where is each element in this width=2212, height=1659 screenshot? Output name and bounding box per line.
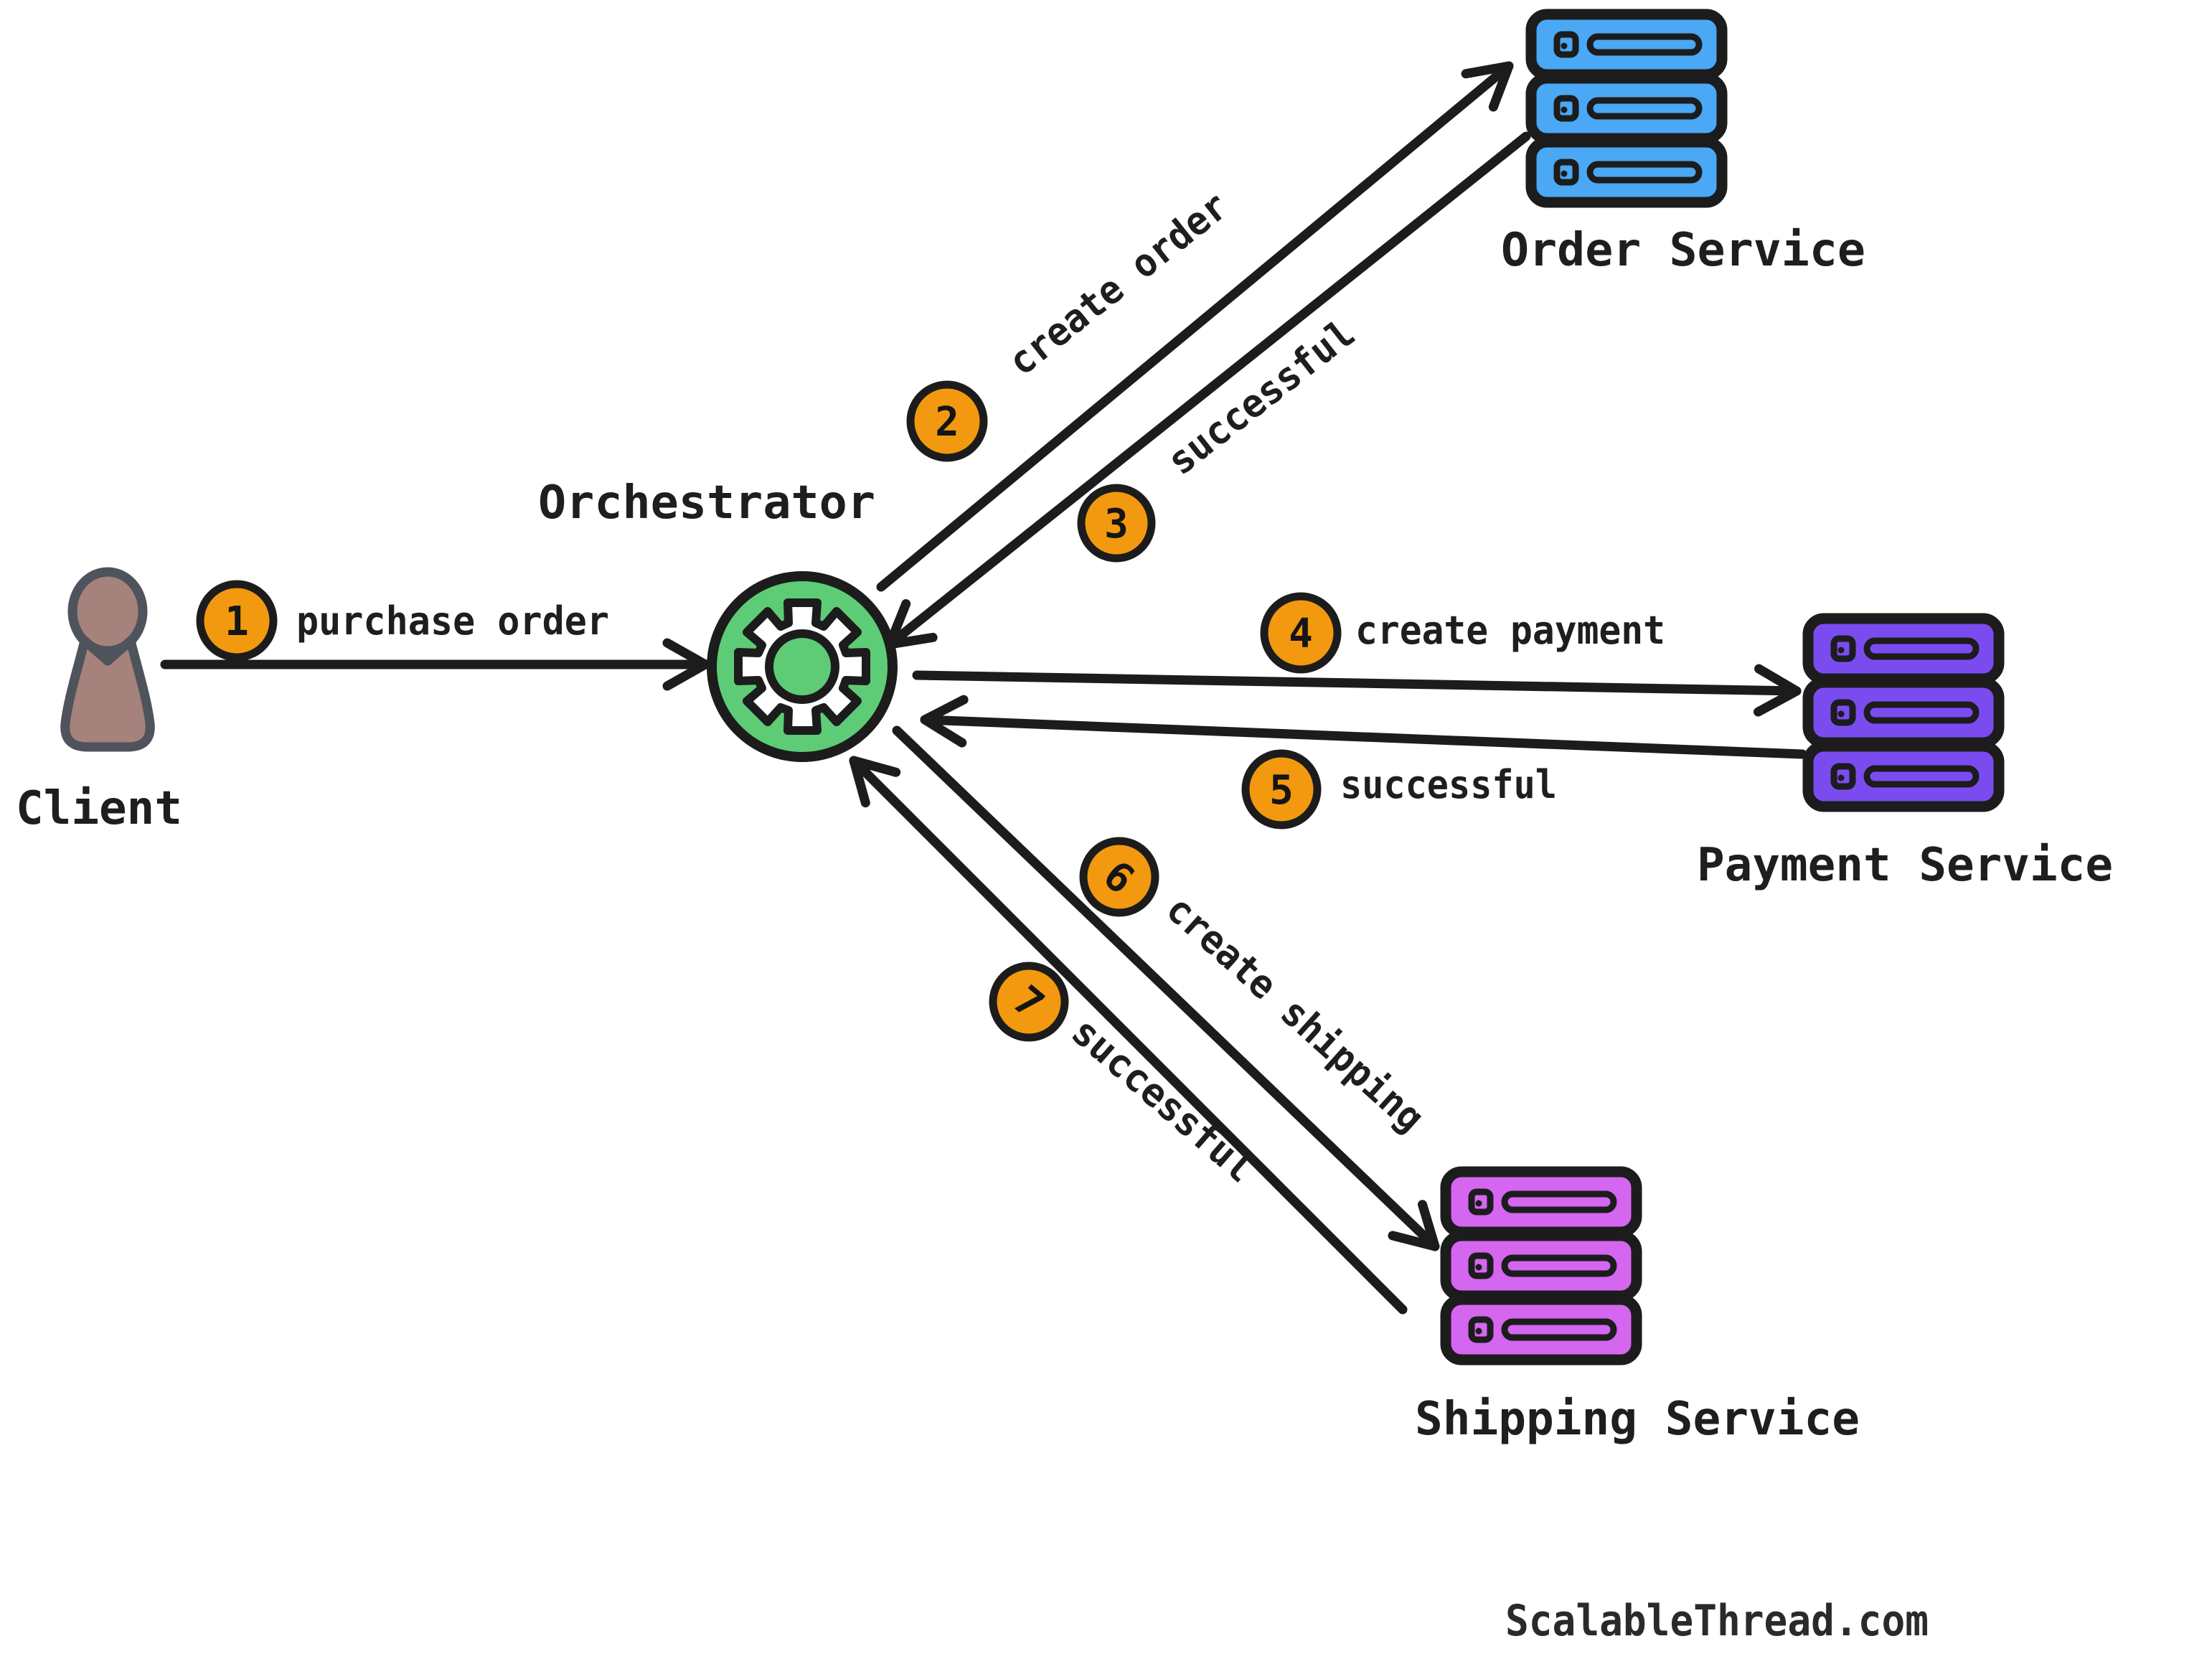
svg-text:1: 1: [225, 598, 249, 645]
shipping-service-label: Shipping Service: [1415, 1393, 1860, 1446]
step-badges: 1 2 3 4 5 6 7: [196, 380, 1342, 1042]
orchestrator-gear-icon: [707, 571, 898, 762]
svg-text:2: 2: [935, 399, 959, 446]
arrow-step-5: [920, 695, 1807, 759]
label-step-1: purchase order: [296, 598, 609, 644]
orchestrator-node: Orchestrator: [538, 476, 898, 762]
arrow-step-6: [892, 725, 1440, 1251]
arrow-step-2: [876, 61, 1514, 592]
badge-step-3: 3: [1077, 484, 1156, 563]
badge-step-6: 6: [1079, 837, 1159, 917]
badge-step-2: 2: [906, 380, 988, 462]
badge-step-7: 7: [989, 962, 1069, 1042]
label-step-4: create payment: [1355, 608, 1665, 653]
svg-text:4: 4: [1289, 611, 1313, 657]
client-person-icon: [60, 567, 155, 752]
client-label: Client: [16, 782, 182, 835]
badge-step-1: 1: [196, 580, 278, 662]
client-node: Client: [16, 567, 182, 835]
badge-step-4: 4: [1260, 592, 1342, 674]
arrow-step-7: [849, 756, 1408, 1315]
shipping-service-icon: [1446, 1172, 1637, 1360]
badge-step-5: 5: [1241, 749, 1322, 830]
arrow-step-4: [912, 664, 1802, 717]
svg-text:5: 5: [1269, 767, 1294, 814]
label-step-7: successful: [1063, 1009, 1263, 1191]
label-step-2: create order: [999, 183, 1236, 385]
footer-watermark: ScalableThread.com: [1505, 1596, 1929, 1646]
payment-service-icon: [1808, 619, 1999, 807]
payment-service-label: Payment Service: [1697, 839, 2113, 892]
orchestrator-label: Orchestrator: [538, 476, 875, 530]
shipping-service-node: Shipping Service: [1415, 1172, 1860, 1446]
payment-service-node: Payment Service: [1697, 619, 2113, 892]
arrow-step-3: [885, 131, 1531, 649]
label-step-5: successful: [1340, 762, 1557, 807]
order-service-label: Order Service: [1501, 224, 1865, 277]
arrows: [160, 61, 1807, 1315]
order-service-icon: [1531, 14, 1722, 202]
order-service-node: Order Service: [1501, 14, 1865, 277]
svg-text:3: 3: [1104, 501, 1129, 547]
